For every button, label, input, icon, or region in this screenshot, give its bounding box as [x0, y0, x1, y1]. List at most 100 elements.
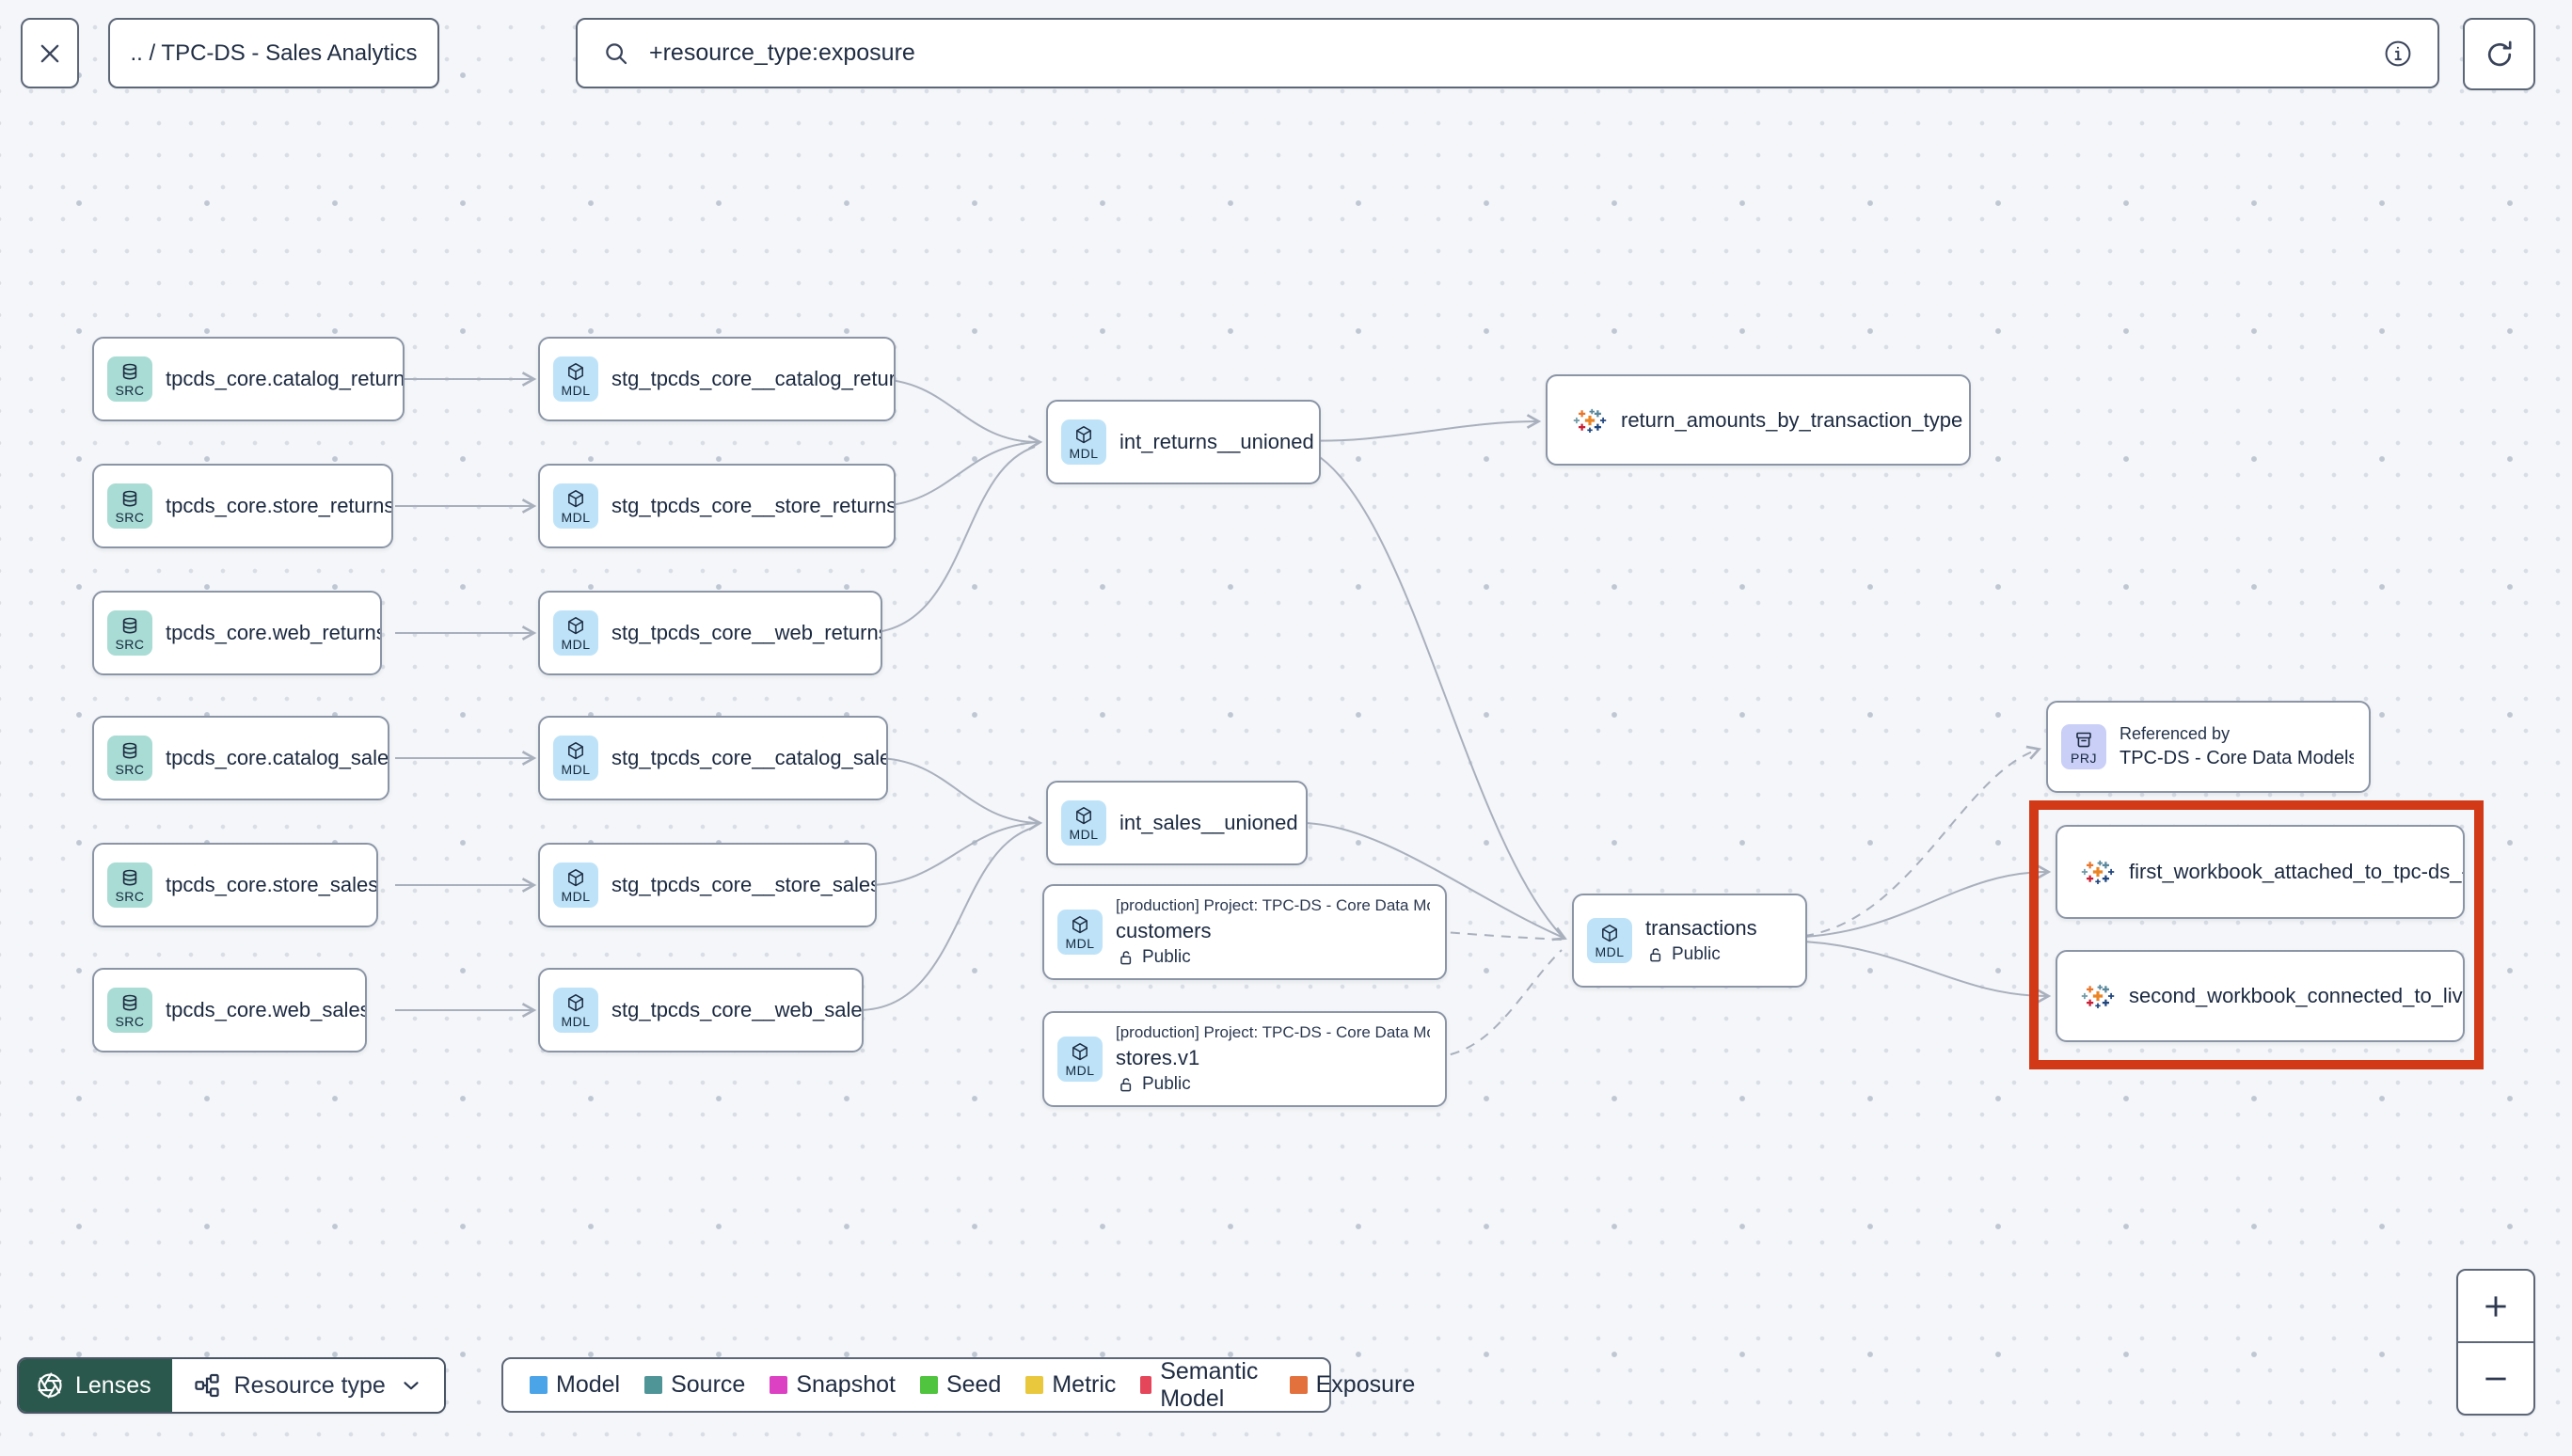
resource-type-dropdown[interactable]: Resource type: [171, 1359, 444, 1412]
graph-node-exposure-first-workbook[interactable]: first_workbook_attached_to_tpc-ds_-_…: [2056, 825, 2465, 919]
close-button[interactable]: [21, 18, 79, 88]
cube-icon: [568, 868, 583, 886]
graph-node-stg-store-sales[interactable]: MDL stg_tpcds_core__store_sales: [538, 843, 877, 927]
graph-node-source-web-sales[interactable]: SRC tpcds_core.web_sales: [92, 968, 367, 1052]
source-badge: SRC: [107, 483, 152, 529]
database-icon: [122, 363, 137, 380]
info-circle-icon[interactable]: [2383, 39, 2413, 69]
cube-icon: [1076, 425, 1091, 443]
source-badge: SRC: [107, 610, 152, 656]
tableau-icon: [1572, 406, 1608, 435]
legend-item-snapshot: Snapshot: [770, 1371, 896, 1399]
source-badge: SRC: [107, 988, 152, 1033]
cube-icon: [1072, 1042, 1088, 1060]
lenses-button[interactable]: Lenses: [19, 1359, 172, 1412]
database-icon: [122, 742, 137, 759]
legend-chip-model: [530, 1376, 548, 1394]
graph-node-exposure-return-amounts[interactable]: return_amounts_by_transaction_type: [1546, 374, 1971, 466]
cube-icon: [568, 616, 583, 634]
tableau-icon: [2080, 983, 2116, 1010]
access-label: Public: [1116, 1074, 1430, 1095]
database-icon: [122, 490, 137, 507]
graph-node-int-returns-unioned[interactable]: MDL int_returns__unioned: [1046, 400, 1321, 484]
refresh-button[interactable]: [2463, 18, 2535, 90]
project-badge: PRJ: [2061, 724, 2106, 769]
graph-node-int-sales-unioned[interactable]: MDL int_sales__unioned: [1046, 781, 1308, 865]
model-badge: MDL: [1587, 918, 1632, 963]
model-badge: MDL: [553, 736, 598, 781]
legend-chip-semantic-model: [1140, 1376, 1152, 1394]
edge: [1295, 414, 1542, 442]
graph-node-customers[interactable]: MDL [production] Project: TPC-DS - Core …: [1042, 884, 1447, 980]
graph-node-source-store-returns[interactable]: SRC tpcds_core.store_returns: [92, 464, 393, 548]
refresh-icon: [2487, 40, 2512, 66]
graph-node-source-store-sales[interactable]: SRC tpcds_core.store_sales: [92, 843, 378, 927]
tableau-icon: [2080, 859, 2116, 886]
cube-icon: [568, 489, 583, 507]
cube-icon: [1072, 915, 1088, 933]
zoom-in-button[interactable]: [2458, 1271, 2533, 1343]
edge: [866, 815, 1043, 886]
lenses-label: Lenses: [75, 1371, 151, 1399]
project-label: [production] Project: TPC-DS - Core Data…: [1116, 896, 1430, 914]
model-badge: MDL: [553, 610, 598, 656]
source-badge: SRC: [107, 736, 152, 781]
search-bar[interactable]: [576, 18, 2439, 88]
graph-node-referenced-by-project[interactable]: PRJ Referenced by TPC-DS - Core Data Mod…: [2046, 701, 2371, 793]
legend-chip-snapshot: [770, 1376, 788, 1394]
edge: [1295, 444, 1563, 937]
access-label: Public: [1116, 947, 1430, 968]
lock-open-icon: [1120, 950, 1132, 964]
hierarchy-icon: [194, 1373, 219, 1398]
zoom-controls: [2456, 1269, 2535, 1416]
breadcrumb-label: .. / TPC-DS - Sales Analytics: [130, 40, 418, 66]
referenced-by-label: Referenced by: [2120, 724, 2231, 743]
model-badge: MDL: [553, 483, 598, 529]
graph-node-transactions[interactable]: MDL transactions Public: [1572, 894, 1807, 988]
archive-box-icon: [2076, 732, 2091, 747]
legend-item-seed: Seed: [919, 1371, 1001, 1399]
cube-icon: [1602, 924, 1617, 942]
breadcrumb[interactable]: .. / TPC-DS - Sales Analytics: [108, 18, 439, 88]
model-badge: MDL: [553, 356, 598, 402]
edge: [1433, 930, 1563, 941]
edge: [1433, 949, 1563, 1058]
x-icon: [40, 44, 59, 62]
graph-node-source-catalog-returns[interactable]: SRC tpcds_core.catalog_returns: [92, 337, 405, 421]
resource-type-legend: Model Source Snapshot Seed Metric Semant…: [501, 1357, 1415, 1413]
model-badge: MDL: [1061, 419, 1106, 465]
legend-item-semantic-model: Semantic Model: [1140, 1358, 1264, 1413]
database-icon: [122, 869, 137, 886]
graph-node-stg-web-returns[interactable]: MDL stg_tpcds_core__web_returns: [538, 591, 882, 675]
edge: [874, 757, 1039, 824]
search-input[interactable]: [649, 40, 2364, 67]
legend-item-exposure: Exposure: [1289, 1371, 1415, 1399]
graph-node-source-catalog-sales[interactable]: SRC tpcds_core.catalog_sales: [92, 716, 389, 800]
source-badge: SRC: [107, 863, 152, 908]
lens-control: Lenses Resource type: [17, 1357, 446, 1414]
edge: [1302, 822, 1567, 942]
lock-open-icon: [1120, 1077, 1132, 1091]
edge: [1803, 864, 2052, 938]
lock-open-icon: [1650, 947, 1661, 961]
cube-icon: [568, 993, 583, 1011]
graph-node-stores-v1[interactable]: MDL [production] Project: TPC-DS - Core …: [1042, 1011, 1447, 1107]
edge: [1803, 745, 2042, 937]
graph-node-exposure-second-workbook[interactable]: second_workbook_connected_to_live…: [2056, 950, 2465, 1042]
zoom-out-button[interactable]: [2458, 1343, 2533, 1414]
graph-node-source-web-returns[interactable]: SRC tpcds_core.web_returns: [92, 591, 382, 675]
cube-icon: [568, 362, 583, 380]
model-badge: MDL: [553, 863, 598, 908]
access-label: Public: [1645, 944, 1757, 965]
legend-chip-seed: [919, 1376, 938, 1394]
graph-node-stg-catalog-sales[interactable]: MDL stg_tpcds_core__catalog_sales: [538, 716, 888, 800]
source-badge: SRC: [107, 356, 152, 402]
edge: [857, 827, 1034, 1011]
model-badge: MDL: [1057, 1037, 1103, 1082]
graph-node-stg-store-returns[interactable]: MDL stg_tpcds_core__store_returns: [538, 464, 896, 548]
plus-icon: [2485, 1295, 2506, 1317]
minus-icon: [2485, 1377, 2506, 1380]
graph-node-stg-web-sales[interactable]: MDL stg_tpcds_core__web_sales: [538, 968, 864, 1052]
graph-node-stg-catalog-returns[interactable]: MDL stg_tpcds_core__catalog_returns: [538, 337, 896, 421]
